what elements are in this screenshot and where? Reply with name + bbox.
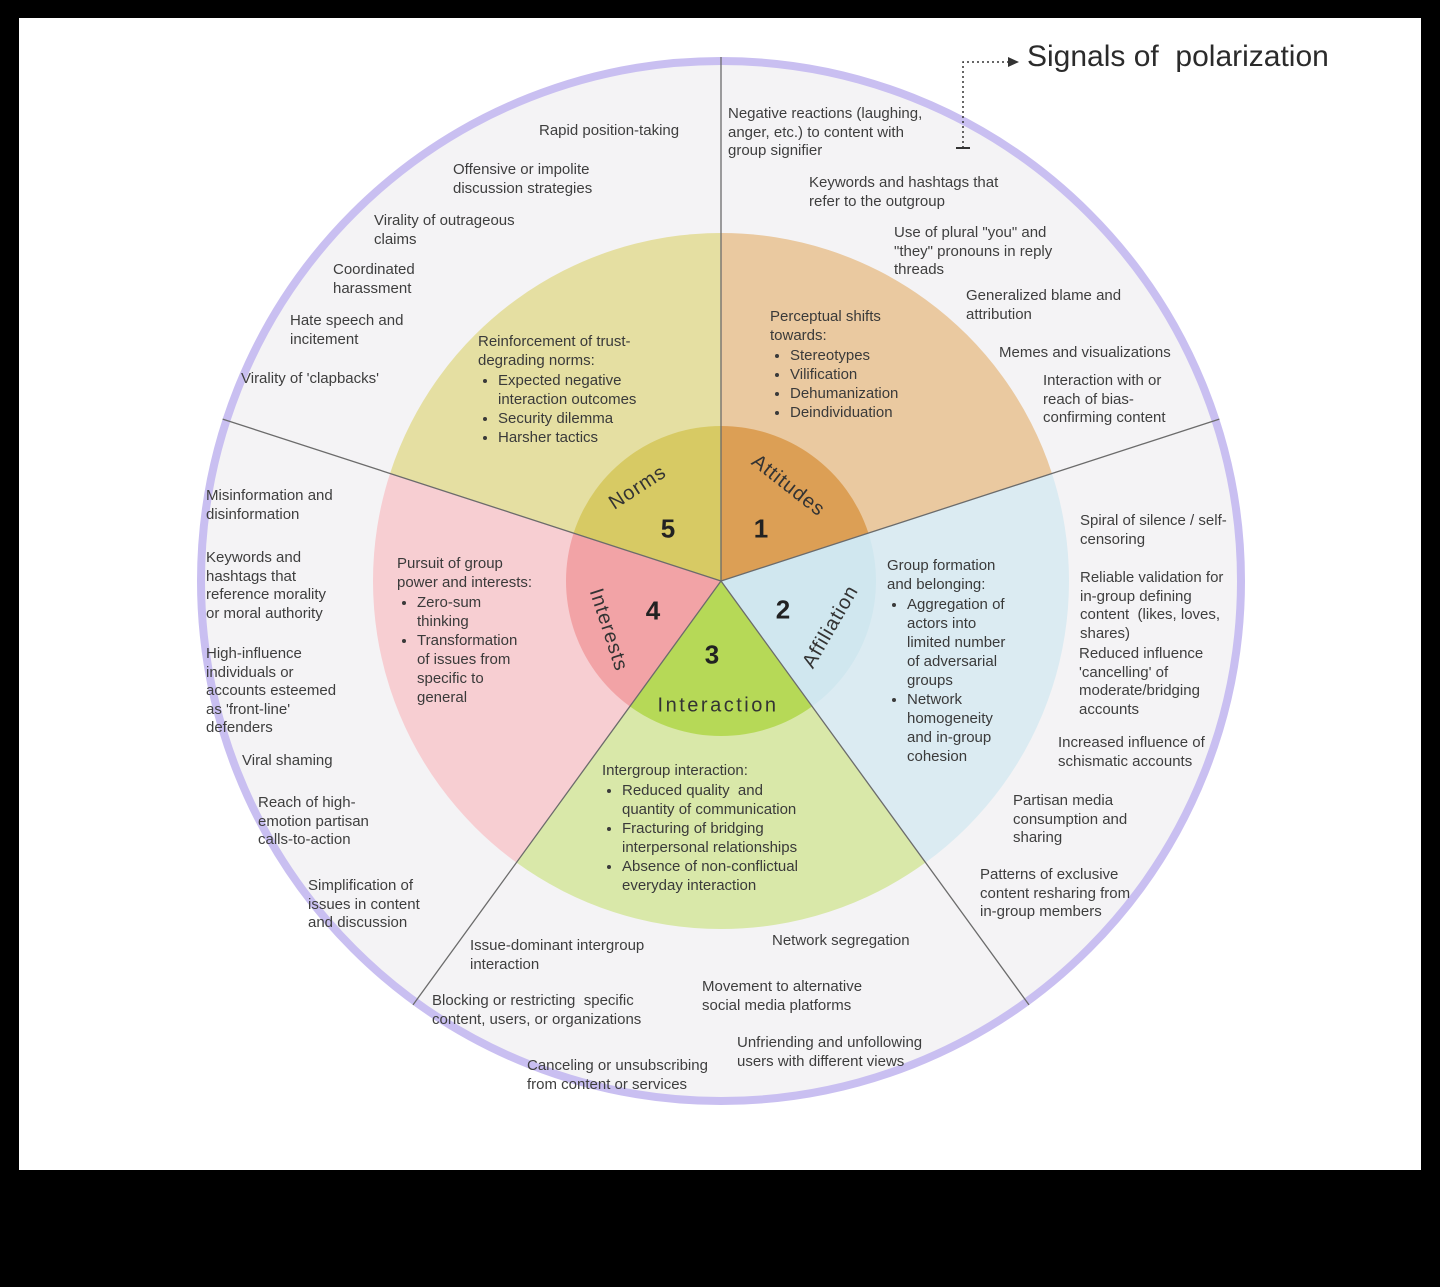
block-heading: Perceptual shifts towards: [770, 308, 881, 345]
block-bullets: Stereotypes Vilification Dehumanization … [770, 346, 898, 422]
signal-reliable-validation: Reliable validation for in-group definin… [1080, 569, 1224, 642]
block-bullets: Aggregation of actors into limited numbe… [887, 595, 1005, 766]
block-bullets: Zero-sum thinking Transformation of issu… [397, 593, 532, 707]
diagram-title: Signals of polarization [1027, 40, 1329, 73]
core-number-interests: 4 [645, 595, 661, 626]
signal-schismatic-accounts: Increased influence of schismatic accoun… [1058, 734, 1205, 770]
ring-wedge-interaction [516, 581, 926, 930]
signal-network-segregation: Network segregation [772, 932, 910, 949]
signal-offensive-strategies: Offensive or impolite discussion strateg… [453, 161, 593, 197]
signal-high-influence: High-influence individuals or accounts e… [206, 645, 337, 737]
divider-west-upper [222, 418, 722, 582]
signal-virality-clapbacks: Virality of 'clapbacks' [241, 370, 380, 387]
bullet-item: Vilification [790, 365, 898, 384]
sector-dividers [222, 57, 1220, 1006]
core-wedge-norms [573, 426, 721, 581]
signal-keywords-morality: Keywords and hashtags that reference mor… [206, 549, 327, 622]
signal-misinformation: Misinformation and disinformation [206, 487, 333, 523]
signal-rapid-position-taking: Rapid position-taking [539, 122, 680, 139]
divider-east-upper [720, 418, 1220, 582]
signal-partisan-media: Partisan media consumption and sharing [1013, 792, 1128, 847]
bullet-item: Expected negative interaction outcomes [498, 371, 636, 409]
block-heading: Group formation and belonging: [887, 557, 996, 594]
block-bullets: Reduced quality and quantity of communic… [602, 781, 798, 895]
core-label-interaction: Interaction [657, 694, 779, 717]
divider-west-lower [412, 580, 722, 1006]
block-norms: Reinforcement of trust- degrading norms:… [478, 332, 636, 447]
bullet-item: Zero-sum thinking [417, 593, 532, 631]
core-number-affiliation: 2 [775, 594, 791, 625]
block-attitudes: Perceptual shifts towards: Stereotypes V… [770, 307, 898, 422]
signal-negative-reactions: Negative reactions (laughing, anger, etc… [728, 105, 923, 160]
signal-keywords-outgroup: Keywords and hashtags that refer to the … [809, 174, 999, 210]
signal-issue-dominant: Issue-dominant intergroup interaction [470, 937, 645, 973]
signal-simplification: Simplification of issues in content and … [308, 877, 420, 932]
bullet-item: Security dilemma [498, 409, 636, 428]
bullet-item: Aggregation of actors into limited numbe… [907, 595, 1005, 690]
block-heading: Pursuit of group power and interests: [397, 555, 533, 592]
signal-hate-speech: Hate speech and incitement [290, 312, 404, 348]
signal-virality-claims: Virality of outrageous claims [374, 212, 515, 248]
core-wedge-interests [566, 533, 721, 707]
signal-exclusive-resharing: Patterns of exclusive content resharing … [980, 866, 1131, 921]
signal-coordinated-harassment: Coordinated harassment [333, 261, 415, 297]
block-heading: Reinforcement of trust- degrading norms: [478, 333, 631, 370]
signal-generalized-blame: Generalized blame and attribution [966, 287, 1122, 323]
signal-spiral-of-silence: Spiral of silence / self- censoring [1080, 512, 1227, 548]
signal-reduced-influence: Reduced influence 'cancelling' of modera… [1079, 645, 1204, 718]
bullet-item: Fracturing of bridging interpersonal rel… [622, 819, 798, 857]
signal-plural-pronouns: Use of plural "you" and "they" pronouns … [894, 224, 1053, 279]
signal-canceling-unsubscribing: Canceling or unsubscribing from content … [527, 1057, 708, 1093]
core-number-interaction: 3 [704, 639, 720, 670]
signal-alternative-platforms: Movement to alternative social media pla… [702, 978, 863, 1014]
bullet-item: Network homogeneity and in-group cohesio… [907, 690, 1005, 766]
signal-calls-to-action: Reach of high- emotion partisan calls-to… [258, 794, 369, 849]
bullet-item: Dehumanization [790, 384, 898, 403]
bullet-item: Harsher tactics [498, 428, 636, 447]
block-heading: Intergroup interaction: [602, 762, 748, 779]
bullet-item: Deindividuation [790, 403, 898, 422]
title-pointer [956, 57, 1019, 149]
core-number-attitudes: 1 [753, 513, 769, 544]
bullet-item: Stereotypes [790, 346, 898, 365]
block-interaction: Intergroup interaction: Reduced quality … [602, 761, 798, 895]
bullet-item: Absence of non-conflictual everyday inte… [622, 857, 798, 895]
core-number-norms: 5 [660, 513, 676, 544]
signal-blocking-restricting: Blocking or restricting specific content… [432, 992, 642, 1028]
core-wedge-attitudes [721, 426, 869, 581]
bullet-item: Transformation of issues from specific t… [417, 631, 532, 707]
block-affiliation: Group formation and belonging: Aggregati… [887, 556, 1005, 767]
signal-memes-visualizations: Memes and visualizations [999, 344, 1171, 361]
block-interests: Pursuit of group power and interests: Ze… [397, 554, 532, 707]
arrow-icon [1008, 57, 1019, 67]
signal-unfriending: Unfriending and unfollowing users with d… [737, 1034, 923, 1070]
bullet-item: Reduced quality and quantity of communic… [622, 781, 798, 819]
block-bullets: Expected negative interaction outcomes S… [478, 371, 636, 447]
title-pointer-line [962, 61, 1008, 148]
divider-east-lower [720, 580, 1030, 1006]
signal-viral-shaming: Viral shaming [242, 752, 333, 769]
signal-bias-confirming: Interaction with or reach of bias- confi… [1043, 372, 1166, 427]
core-wedge-interaction [629, 581, 813, 737]
core-wedge-affiliation [721, 533, 876, 707]
